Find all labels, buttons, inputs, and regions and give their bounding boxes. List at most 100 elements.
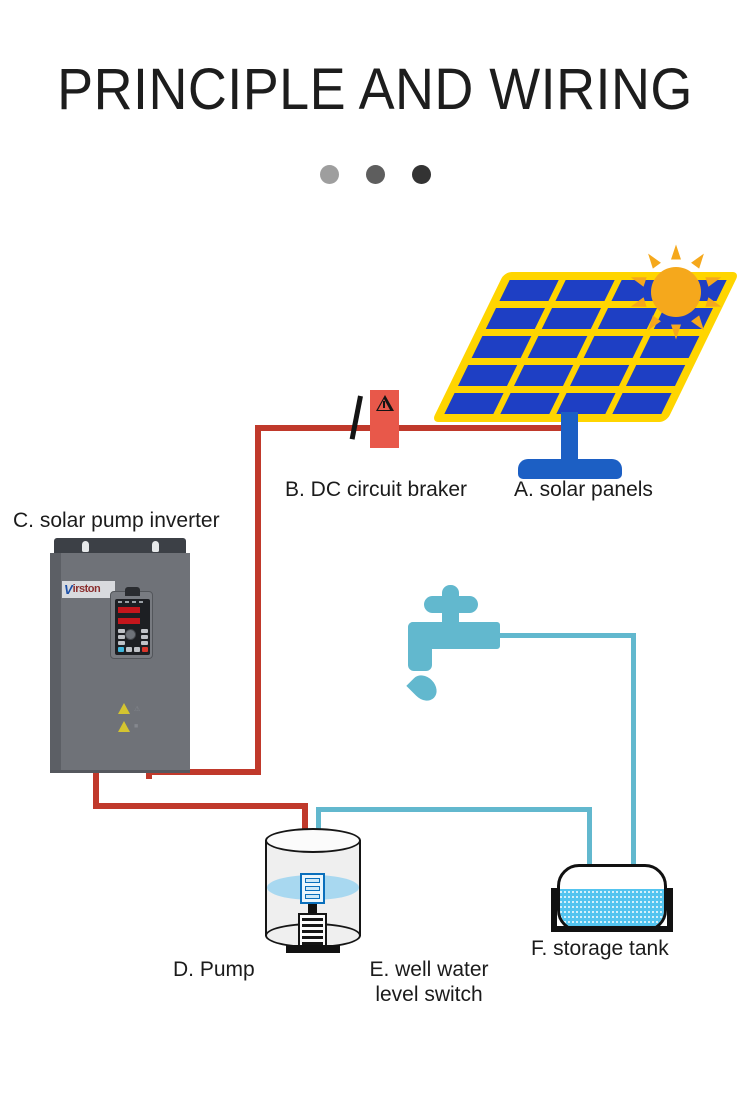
keypad-function-button-row[interactable] xyxy=(118,647,148,652)
label-solar-panels: A. solar panels xyxy=(514,478,653,501)
submersible-pump xyxy=(298,913,327,947)
brand-name-text: irston xyxy=(72,583,101,595)
water-pipe-faucet-horizontal xyxy=(500,633,636,638)
page-title: PRINCIPLE AND WIRING xyxy=(57,57,693,122)
carousel-dots[interactable] xyxy=(0,165,750,184)
well-cylinder-top xyxy=(265,828,361,853)
inverter-keypad[interactable] xyxy=(115,599,150,655)
solar-cell xyxy=(471,336,532,358)
sun-ray xyxy=(629,272,647,287)
water-wave xyxy=(560,896,664,898)
solar-cell xyxy=(500,392,560,414)
level-switch-segment xyxy=(305,894,320,899)
dc-wire-inverter-to-pump-vertical xyxy=(93,771,99,807)
keypad-button[interactable] xyxy=(141,635,148,639)
solar-panel-pole xyxy=(561,412,578,472)
tank-leg-right xyxy=(667,888,673,932)
carousel-dot-3[interactable] xyxy=(411,165,431,184)
dc-wire-inverter-to-pump-horizontal xyxy=(93,803,308,809)
sun-ray xyxy=(691,315,708,334)
keypad-run-button[interactable] xyxy=(118,647,125,652)
pump-fin xyxy=(302,924,323,927)
solar-cell xyxy=(444,392,504,414)
level-switch-segment xyxy=(305,886,320,891)
keypad-button[interactable] xyxy=(141,629,148,633)
brand-mark-v: V xyxy=(64,582,73,597)
water-wave xyxy=(560,906,664,908)
sun-ray xyxy=(629,297,647,312)
water-faucet-icon xyxy=(405,578,510,706)
inverter-mount-slot xyxy=(82,541,89,552)
dc-wire-breaker-horizontal-left xyxy=(255,425,375,431)
solar-cell xyxy=(527,336,588,358)
keypad-button-grid[interactable] xyxy=(118,629,148,647)
solar-cell xyxy=(612,392,672,414)
warning-exclamation-icon xyxy=(383,401,385,408)
status-led xyxy=(125,601,129,603)
keypad-jog-dial[interactable] xyxy=(125,629,136,640)
keypad-button-row xyxy=(118,635,148,639)
keypad-stop-button[interactable] xyxy=(141,647,148,652)
solar-panel-base xyxy=(518,459,622,479)
sun-ray xyxy=(671,324,681,340)
keypad-button[interactable] xyxy=(118,629,125,633)
pump-fin xyxy=(302,918,323,921)
pump-fin xyxy=(302,936,323,939)
sun-disc xyxy=(651,267,701,317)
sun-ray xyxy=(691,250,708,269)
status-led xyxy=(132,601,136,603)
keypad-knob[interactable] xyxy=(125,587,140,596)
keypad-button-row xyxy=(118,629,148,633)
well-water-level-switch[interactable] xyxy=(300,873,325,904)
carousel-dot-2[interactable] xyxy=(365,165,385,184)
water-droplet-icon xyxy=(406,670,442,706)
keypad-display-row-2 xyxy=(118,618,140,624)
level-switch-stem xyxy=(308,904,317,915)
water-pipe-tank-inlet-right xyxy=(631,633,636,877)
water-wave xyxy=(560,891,664,893)
solar-cell xyxy=(499,280,559,302)
water-pipe-tank-inlet-left xyxy=(587,807,592,877)
keypad-button[interactable] xyxy=(118,635,125,639)
keypad-button[interactable] xyxy=(141,641,148,645)
inverter-keypad-bezel[interactable] xyxy=(110,587,153,659)
tank-water-fill xyxy=(560,889,664,929)
dc-wire-inverter-terminal-right-stub xyxy=(146,769,152,779)
inverter-body-shading xyxy=(50,553,61,773)
inverter-brand-logo: V irston xyxy=(62,581,115,598)
inverter-terminal-cover xyxy=(50,770,190,773)
inverter-warning-note: ⚠ xyxy=(134,706,141,713)
carousel-dot-1[interactable] xyxy=(319,165,339,184)
tank-shell xyxy=(557,864,667,932)
keypad-func-button[interactable] xyxy=(125,647,133,652)
inverter-body: V irston xyxy=(50,553,190,773)
breaker-switch-lever[interactable] xyxy=(349,395,363,440)
well-assembly xyxy=(265,828,361,953)
label-dc-circuit-breaker: B. DC circuit braker xyxy=(285,478,468,501)
solar-cell xyxy=(485,308,545,330)
pump-fin xyxy=(302,930,323,933)
keypad-button[interactable] xyxy=(118,641,125,645)
pump-base xyxy=(286,945,340,953)
water-pipe-well-to-tank-horizontal xyxy=(316,807,592,812)
dc-wire-inverter-terminal-right xyxy=(146,769,261,775)
inverter-warning-triangle-icon xyxy=(118,703,130,714)
label-well-water-level-switch: E. well water level switch xyxy=(369,958,489,1006)
pump-fin xyxy=(302,942,323,945)
label-solar-pump-inverter: C. solar pump inverter xyxy=(13,509,220,532)
sun-icon xyxy=(623,239,729,345)
keypad-func-button[interactable] xyxy=(133,647,141,652)
inverter-warning-triangle-icon xyxy=(118,721,130,732)
keypad-status-leds xyxy=(118,601,144,603)
water-wave xyxy=(560,911,664,913)
water-wave xyxy=(560,916,664,918)
water-wave xyxy=(560,921,664,923)
inverter-mount-slot xyxy=(152,541,159,552)
status-led xyxy=(118,601,122,603)
status-led xyxy=(139,601,143,603)
dc-wire-inverter-to-breaker-vertical xyxy=(255,425,261,775)
solar-cell xyxy=(556,392,616,414)
label-storage-tank: F. storage tank xyxy=(531,937,669,960)
faucet-spout-outlet xyxy=(408,622,432,671)
dc-circuit-breaker[interactable] xyxy=(370,390,399,448)
